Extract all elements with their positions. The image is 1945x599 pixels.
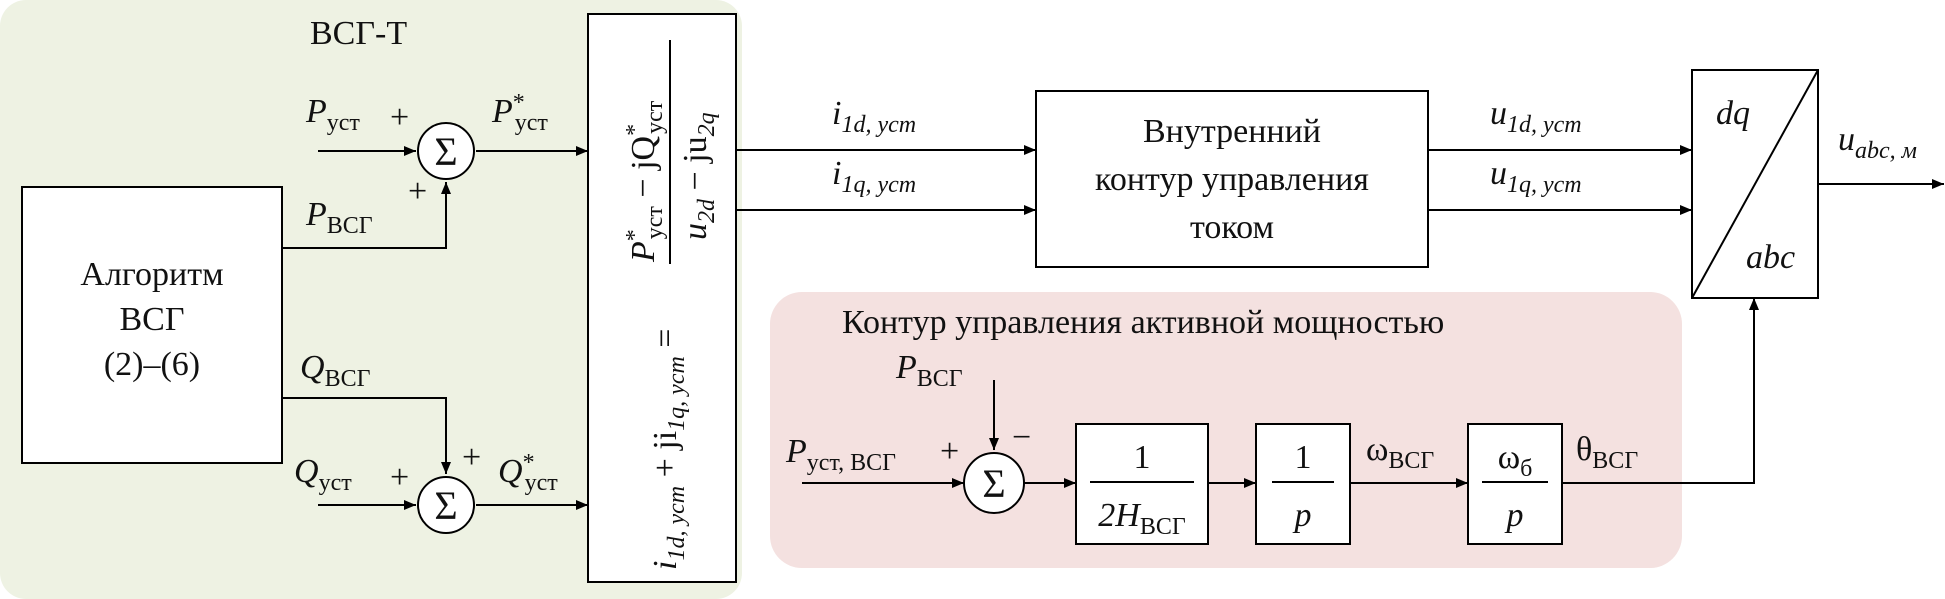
active-loop-title: Контур управления активной мощностью — [842, 304, 1444, 341]
integrator-num: 1 — [1295, 439, 1312, 476]
p-ust-vsg-label: Pуст, ВСГ — [785, 433, 896, 476]
omega-vsg-label: ωВСГ — [1366, 431, 1434, 474]
plus-q-ust: + — [390, 459, 409, 496]
sum-junction-q — [417, 476, 475, 534]
integrator-block — [1255, 423, 1351, 545]
dq-abc-diagonal — [1691, 69, 1819, 299]
inertia-num: 1 — [1134, 439, 1151, 476]
inner-loop-line1: Внутренний — [1143, 113, 1321, 150]
theta-vsg-label: θВСГ — [1576, 431, 1638, 474]
svg-text:P*уст − jQ*уст: P*уст − jQ*уст — [622, 100, 668, 263]
theta-line — [1562, 298, 1759, 484]
q-vsg-label: QВСГ — [300, 349, 371, 392]
svg-text:i1d, уст + ji1q, уст =: i1d, уст + ji1q, уст = — [647, 329, 690, 571]
dq-label: dq — [1716, 95, 1750, 132]
p-ust-label: Pуст — [305, 93, 360, 136]
base-freq-integrator-block — [1467, 423, 1563, 545]
integrator-den: p — [1293, 497, 1312, 534]
base-freq-den: p — [1505, 497, 1524, 534]
svg-text:u2d − ju2q: u2d − ju2q — [677, 112, 720, 240]
p-ust-star-label: P*уст — [491, 90, 548, 136]
base-freq-num: ωб — [1498, 439, 1533, 482]
algorithm-label-line3: (2)–(6) — [104, 346, 200, 383]
inner-loop-line2: контур управления — [1095, 161, 1369, 198]
p-vsg-line — [282, 182, 451, 249]
current-reference-formula: i1d, уст + ji1q, уст = P*уст − jQ*уст u2… — [622, 40, 720, 570]
abc-label: abc — [1746, 239, 1795, 276]
algorithm-label-line1: Алгоритм — [80, 256, 223, 293]
inertia-den: 2HВСГ — [1098, 497, 1186, 540]
plus-p-ust-vsg: + — [940, 433, 959, 470]
plus-p-ust: + — [390, 99, 409, 136]
u1d-label: u1d, уст — [1490, 95, 1582, 138]
sum-junction-p — [417, 122, 475, 180]
current-reference-block — [587, 13, 737, 583]
inner-current-loop-block — [1035, 90, 1429, 268]
u1q-label: u1q, уст — [1490, 155, 1582, 198]
algorithm-label-line2: ВСГ — [119, 301, 184, 338]
i1q-label: i1q, уст — [832, 155, 916, 198]
sum-symbol-p: Σ — [434, 129, 457, 174]
minus-p-vsg: − — [1012, 419, 1031, 456]
q-ust-label: Qуст — [294, 453, 352, 496]
sum-symbol-q: Σ — [434, 483, 457, 528]
inertia-block — [1075, 423, 1209, 545]
plus-q-vsg: + — [462, 439, 481, 476]
p-vsg-loop-label: PВСГ — [895, 349, 963, 392]
plus-p-vsg: + — [408, 173, 427, 210]
u-abc-label: uabc, м — [1838, 121, 1917, 164]
q-vsg-line — [282, 397, 451, 474]
vsg-t-title: ВСГ-Т — [310, 15, 407, 52]
sum-symbol-loop: Σ — [982, 461, 1005, 506]
algorithm-block — [21, 186, 283, 464]
p-vsg-label: PВСГ — [305, 196, 373, 239]
inner-loop-line3: током — [1190, 209, 1274, 246]
q-ust-star-label: Q*уст — [498, 450, 558, 496]
i1d-label: i1d, уст — [832, 95, 916, 138]
